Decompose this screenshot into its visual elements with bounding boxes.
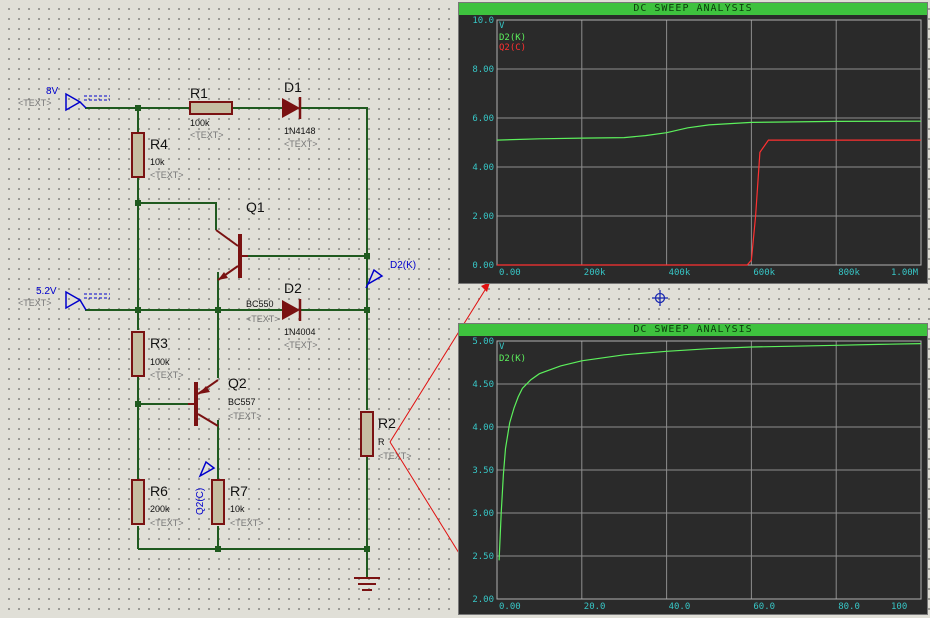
- d2-value: 1N4004: [284, 327, 316, 337]
- plot-frame: [496, 340, 922, 600]
- d2-id: D2: [284, 280, 302, 296]
- y-tick-label: 6.00: [472, 114, 494, 124]
- ground-symbol[interactable]: [354, 577, 380, 591]
- x-tick-label: 60.0: [753, 602, 775, 612]
- dc-sweep-graph-top[interactable]: DC SWEEP ANALYSIS 0.00 200k 400k 600k 800k 1.…: [458, 2, 928, 284]
- r4-value: 10k: [150, 157, 165, 167]
- r3-text: <TEXT>: [150, 370, 184, 380]
- resistor-r7[interactable]: R7 10k <TEXT>: [211, 479, 264, 528]
- input-5v2-label: 5.2V: [36, 286, 57, 297]
- d1-value: 1N4148: [284, 126, 316, 136]
- resistor-r4[interactable]: R4 10k <TEXT>: [131, 132, 184, 180]
- d2-text: <TEXT>: [284, 340, 318, 350]
- crosshair-icon: [652, 290, 668, 306]
- q2-value: BC557: [228, 397, 256, 407]
- y-tick-label: 10.0: [472, 16, 494, 26]
- diode-d2[interactable]: D2 1N4004 <TEXT>: [282, 280, 318, 350]
- r1-value: 100k: [190, 118, 210, 128]
- resistor-r1[interactable]: R1 100k <TEXT>: [189, 85, 233, 140]
- y-axis-label: V: [499, 21, 505, 31]
- q1-text: <TEXT>: [246, 314, 280, 324]
- input-5v2-text: <TEXT>: [18, 298, 52, 308]
- wire-net: [85, 107, 368, 578]
- resistor-r6[interactable]: R6 200k <TEXT>: [131, 479, 184, 528]
- r1-text: <TEXT>: [190, 130, 224, 140]
- legend-entry-0: D2(K): [499, 354, 526, 364]
- transistor-q2[interactable]: Q2 BC557 <TEXT>: [188, 375, 262, 427]
- r2-id: R2: [378, 415, 396, 431]
- graph-plot-top: 0.00 200k 400k 600k 800k 1.00M 0.00 2.00 4.00 6.0…: [472, 16, 922, 278]
- y-tick-label: 5.00: [472, 337, 494, 347]
- x-tick-label: 100: [891, 602, 907, 612]
- resistor-r3[interactable]: R3 100k <TEXT>: [131, 331, 184, 380]
- y-tick-label: 4.00: [472, 163, 494, 173]
- d1-id: D1: [284, 79, 302, 95]
- r2-text: <TEXT>: [378, 451, 412, 461]
- x-tick-label: 1.00M: [891, 268, 919, 278]
- series-line-1-0: [498, 343, 922, 561]
- y-tick-label: 2.00: [472, 595, 494, 605]
- y-axis-label: V: [499, 342, 505, 352]
- x-tick-label: 0.00: [499, 602, 521, 612]
- x-tick-label: 80.0: [838, 602, 860, 612]
- r4-id: R4: [150, 136, 168, 152]
- legend-entry-1: Q2(C): [499, 43, 526, 53]
- y-tick-label: 4.00: [472, 423, 494, 433]
- y-tick-label: 2.00: [472, 212, 494, 222]
- y-tick-label: 4.50: [472, 380, 494, 390]
- r1-id: R1: [190, 85, 208, 101]
- probe-d2k-label: D2(K): [390, 260, 416, 271]
- dc-sweep-graph-bottom[interactable]: DC SWEEP ANALYSIS 0.00 20.0 40.0 60.0 80.0 10…: [458, 323, 928, 615]
- y-tick-label: 2.50: [472, 552, 494, 562]
- x-tick-label: 0.00: [499, 268, 521, 278]
- y-tick-label: 8.00: [472, 65, 494, 75]
- legend-entry-0: D2(K): [499, 33, 526, 43]
- y-tick-label: 0.00: [472, 261, 494, 271]
- q1-value: BC550: [246, 299, 274, 309]
- transistor-q1[interactable]: Q1 BC550 <TEXT>: [215, 199, 280, 324]
- series-line-0-1: [497, 139, 921, 266]
- x-tick-label: 600k: [753, 268, 775, 278]
- r7-text: <TEXT>: [230, 518, 264, 528]
- d1-text: <TEXT>: [284, 139, 318, 149]
- x-tick-label: 800k: [838, 268, 860, 278]
- graph-title[interactable]: DC SWEEP ANALYSIS: [459, 3, 927, 15]
- diode-d1[interactable]: D1 1N4148 <TEXT>: [282, 79, 318, 149]
- probe-q2c[interactable]: Q2(C): [195, 460, 216, 515]
- input-8v-label: 8V: [46, 86, 59, 97]
- x-tick-label: 200k: [584, 268, 606, 278]
- input-8v-text: <TEXT>: [18, 98, 52, 108]
- graph-plot-bottom: 0.00 20.0 40.0 60.0 80.0 100 2.00 2.50 3.00 3.50 4…: [472, 337, 922, 612]
- r6-value: 200k: [150, 504, 170, 514]
- junction-dots: [135, 105, 370, 552]
- x-tick-label: 20.0: [584, 602, 606, 612]
- input-terminal-8v[interactable]: 8V <TEXT>: [18, 86, 110, 112]
- plot-frame: [496, 19, 922, 266]
- resistor-r2[interactable]: R2 R <TEXT>: [360, 411, 412, 461]
- r7-value: 10k: [230, 504, 245, 514]
- q1-id: Q1: [246, 199, 265, 215]
- probe-d2k[interactable]: D2(K): [365, 260, 416, 289]
- x-tick-label: 40.0: [669, 602, 691, 612]
- graph-title[interactable]: DC SWEEP ANALYSIS: [459, 324, 927, 336]
- r6-text: <TEXT>: [150, 518, 184, 528]
- r3-value: 100k: [150, 357, 170, 367]
- input-terminal-5v2[interactable]: 5.2V <TEXT>: [18, 286, 110, 311]
- r4-text: <TEXT>: [150, 170, 184, 180]
- callout-arrow-top: [481, 282, 490, 292]
- r6-id: R6: [150, 483, 168, 499]
- q2-text: <TEXT>: [228, 411, 262, 421]
- y-tick-label: 3.50: [472, 466, 494, 476]
- q2-id: Q2: [228, 375, 247, 391]
- r7-id: R7: [230, 483, 248, 499]
- x-tick-label: 400k: [669, 268, 691, 278]
- probe-q2c-label: Q2(C): [195, 488, 206, 515]
- y-tick-label: 3.00: [472, 509, 494, 519]
- r2-value: R: [378, 437, 385, 447]
- r3-id: R3: [150, 335, 168, 351]
- series-line-0-0: [496, 120, 922, 141]
